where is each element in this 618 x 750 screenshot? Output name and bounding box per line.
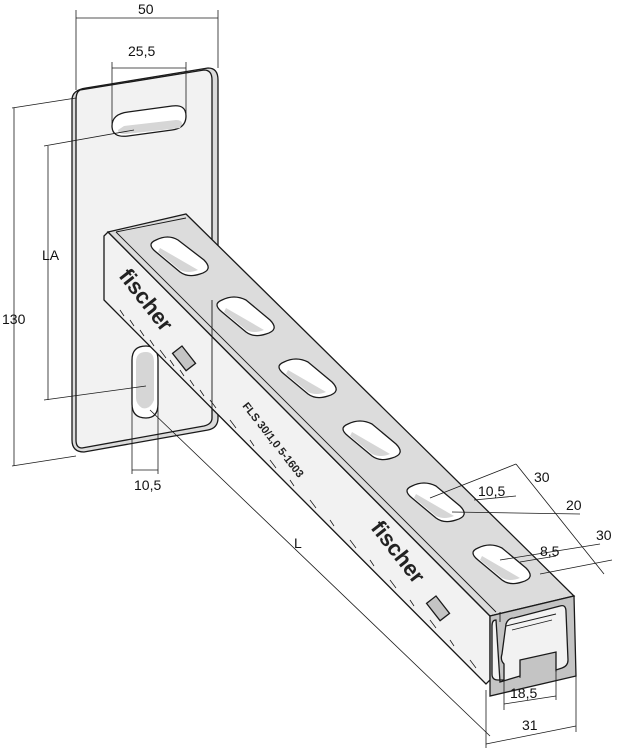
dim-hole-offset: 20 [566,497,582,513]
channel-arm: fischer FLS 30/1,0 5-1603 fischer [103,213,577,697]
dimension-lines [11,10,613,748]
dim-length: L [294,535,302,551]
dimension-labels: 50 25,5 130 LA 10,5 L 30 10,5 20 30 8,5 … [2,1,612,733]
dim-channel-opening: 18,5 [510,685,537,701]
brand-logo-front [425,595,451,622]
length-scale-ticks [119,309,477,669]
dim-hole-pitch-2: 30 [596,527,612,543]
dim-channel-width: 31 [522,717,538,733]
dim-la: LA [42,247,60,263]
dim-hole-pitch-1: 30 [534,469,550,485]
dim-slot-length: 25,5 [128,43,155,59]
dim-plate-slot-width: 10,5 [134,477,161,493]
brand-logo-side [171,345,197,372]
dim-height: 130 [2,311,26,327]
dim-hole-width: 10,5 [478,483,505,499]
top-slots [150,236,531,585]
dim-hole-width-2: 8,5 [540,543,560,559]
dim-plate-width: 50 [138,1,154,17]
